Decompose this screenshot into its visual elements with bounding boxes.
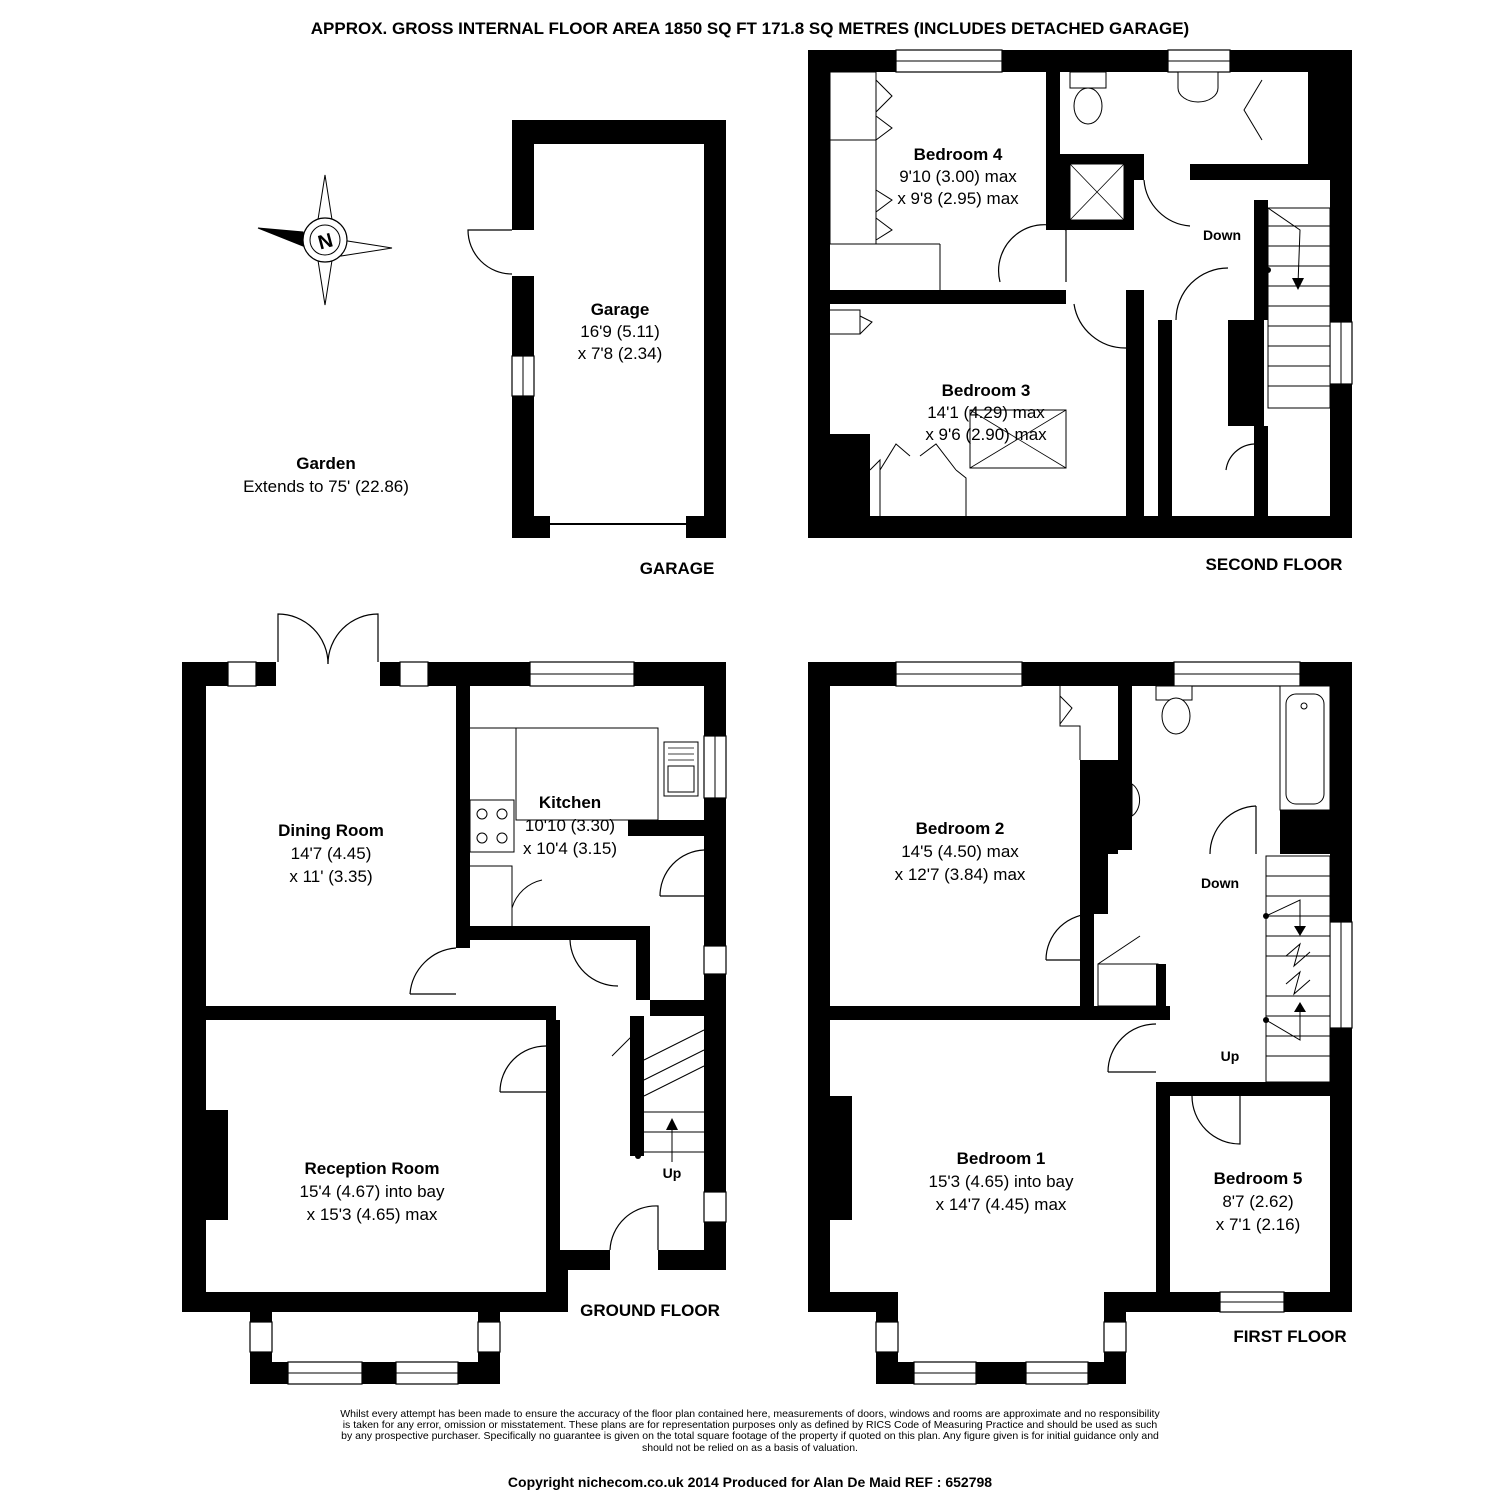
- copyright-line: Copyright nichecom.co.uk 2014 Produced f…: [507, 1474, 993, 1490]
- garage-walls: [512, 120, 726, 538]
- floor-area-title: APPROX. GROSS INTERNAL FLOOR AREA 1850 S…: [311, 19, 1189, 38]
- bedroom4-dim1: 9'10 (3.00) max: [899, 167, 1017, 186]
- dining-room-dim1: 14'7 (4.45): [291, 844, 372, 863]
- ground-floor-stairs-up-label: Up: [663, 1165, 682, 1181]
- second-floor-plan: [808, 49, 1353, 538]
- bedroom3-dim1: 14'1 (4.29) max: [927, 403, 1045, 422]
- first-floor-stairs-up-label: Up: [1221, 1048, 1240, 1064]
- kitchen-dim1: 10'10 (3.30): [525, 816, 615, 835]
- garage-room-dim1: 16'9 (5.11): [580, 322, 659, 341]
- ground-floor-plan: [182, 613, 727, 1385]
- bedroom3-name: Bedroom 3: [942, 381, 1031, 400]
- bedroom2-dim1: 14'5 (4.50) max: [901, 842, 1019, 861]
- bedroom1-name: Bedroom 1: [957, 1149, 1046, 1168]
- garage-room-dim2: x 7'8 (2.34): [578, 344, 663, 363]
- first-floor-stairs-down-label: Down: [1201, 875, 1239, 891]
- reception-room-dim2: x 15'3 (4.65) max: [307, 1205, 438, 1224]
- garage-side-door: [467, 229, 513, 275]
- bedroom1-dim2: x 14'7 (4.45) max: [936, 1195, 1067, 1214]
- bedroom4-name: Bedroom 4: [914, 145, 1003, 164]
- dining-room-dim2: x 11' (3.35): [289, 867, 372, 886]
- garage-room-name: Garage: [591, 300, 650, 319]
- bedroom1-dim1: 15'3 (4.65) into bay: [928, 1172, 1074, 1191]
- bedroom5-dim2: x 7'1 (2.16): [1216, 1215, 1301, 1234]
- compass-north-label: N: [316, 229, 336, 254]
- garden-label: Garden: [296, 454, 356, 473]
- kitchen-name: Kitchen: [539, 793, 601, 812]
- bedroom3-dim2: x 9'6 (2.90) max: [925, 425, 1047, 444]
- second-floor-staircase: [1265, 207, 1331, 409]
- kitchen-dim2: x 10'4 (3.15): [523, 839, 617, 858]
- reception-room-name: Reception Room: [304, 1159, 439, 1178]
- bedroom2-name: Bedroom 2: [916, 819, 1005, 838]
- reception-room-dim1: 15'4 (4.67) into bay: [299, 1182, 445, 1201]
- first-floor-label: FIRST FLOOR: [1233, 1327, 1346, 1346]
- garage-floor-label: GARAGE: [640, 559, 715, 578]
- garage-plan: [467, 120, 726, 538]
- bedroom4-dim2: x 9'8 (2.95) max: [897, 189, 1019, 208]
- bedroom5-dim1: 8'7 (2.62): [1222, 1192, 1293, 1211]
- bedroom5-name: Bedroom 5: [1214, 1169, 1303, 1188]
- second-floor-label: SECOND FLOOR: [1206, 555, 1343, 574]
- garden-size: Extends to 75' (22.86): [243, 477, 409, 496]
- first-floor-staircase: [1263, 855, 1331, 1083]
- compass-rose-icon: N: [257, 174, 393, 306]
- bedroom2-dim2: x 12'7 (3.84) max: [895, 865, 1026, 884]
- second-floor-stairs-down-label: Down: [1203, 227, 1241, 243]
- first-floor-outer-walls: [808, 662, 1352, 1384]
- ground-floor-staircase: [611, 1029, 705, 1162]
- ground-floor-label: GROUND FLOOR: [580, 1301, 720, 1320]
- disclaimer-text: Whilst every attempt has been made to en…: [340, 1408, 1160, 1454]
- first-floor-plan: [808, 661, 1353, 1385]
- dining-room-name: Dining Room: [278, 821, 384, 840]
